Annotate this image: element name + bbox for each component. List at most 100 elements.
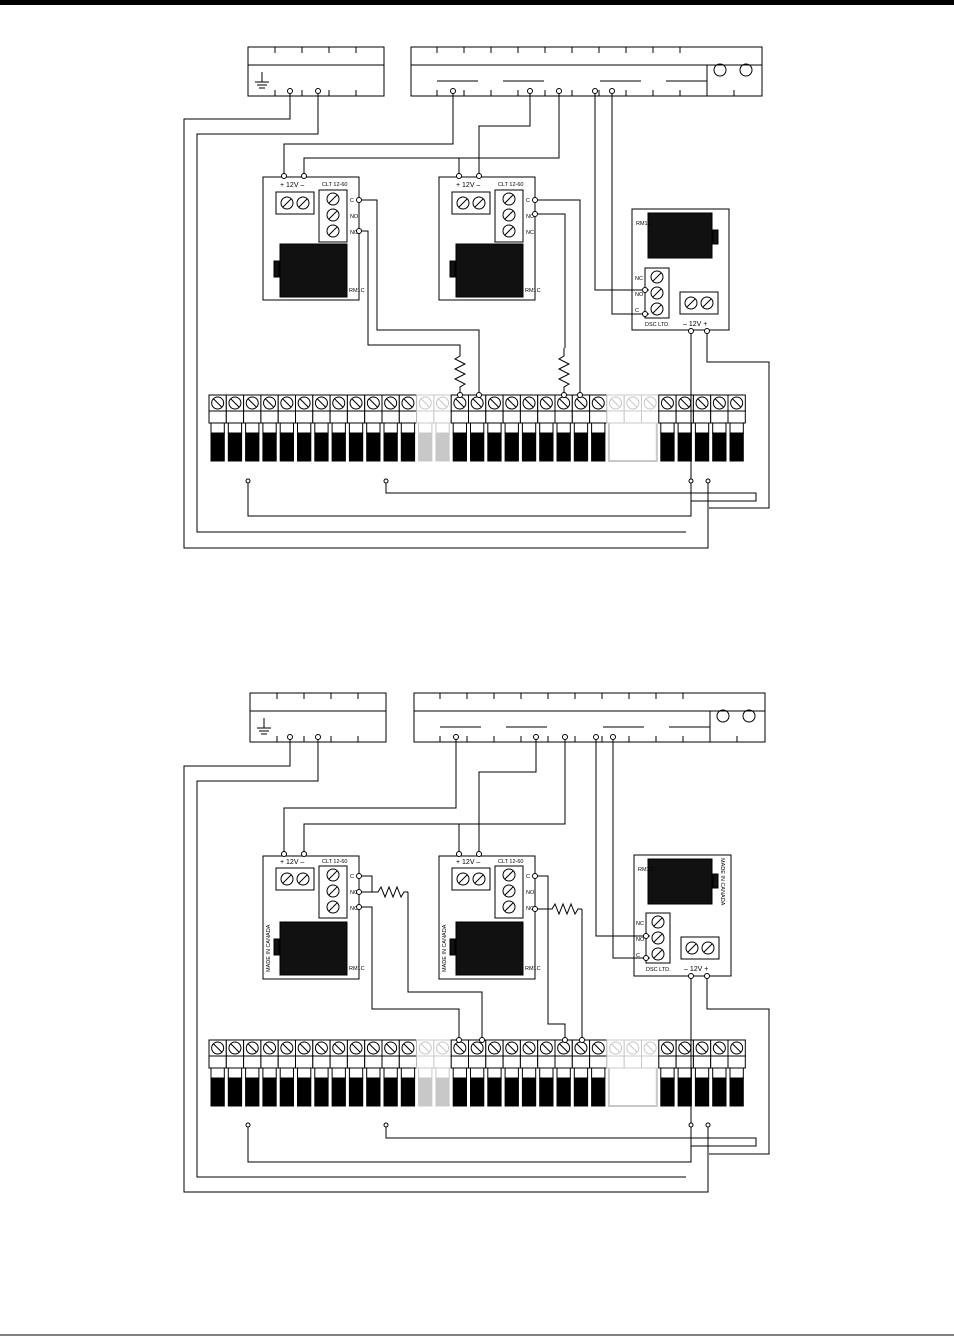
terminal-screw xyxy=(296,1040,313,1106)
terminal-screw xyxy=(469,395,486,461)
terminal-screw xyxy=(555,395,572,461)
module-contact-nc: NC xyxy=(635,276,643,282)
terminal-screw xyxy=(365,395,382,461)
relay-model-label: CLT 12-60 xyxy=(498,859,523,865)
relay-contact-no: NO xyxy=(526,890,535,896)
relay-model-label: CLT 12-60 xyxy=(322,182,347,188)
relay-module: + 12V – CLT 12-60 C NO NC RM1C xyxy=(263,177,365,300)
terminal-screw xyxy=(278,395,295,461)
relay-coil-block xyxy=(456,244,523,297)
module-relay-block xyxy=(648,213,712,258)
terminal-screw xyxy=(399,395,416,461)
terminal-screw xyxy=(538,1040,555,1106)
resistor xyxy=(372,887,408,897)
top-rule xyxy=(0,0,954,5)
relay-contact-c: C xyxy=(350,198,354,204)
terminal-screw xyxy=(659,1040,676,1106)
terminal-screw xyxy=(382,1040,399,1106)
relay-corner-label: RM1C xyxy=(525,288,541,294)
relay-coil-block xyxy=(280,244,347,297)
terminal-screw xyxy=(555,1040,572,1106)
terminal-screw xyxy=(261,1040,278,1106)
terminal-screw xyxy=(624,395,641,423)
relay-voltage-label: + 12V – xyxy=(456,859,480,866)
terminal-screw xyxy=(728,395,745,461)
module-power-label: – 12V + xyxy=(684,966,708,973)
module-contact-no: NO xyxy=(635,292,644,298)
module-power-label: – 12V + xyxy=(683,321,707,328)
terminal-screw xyxy=(244,395,261,461)
terminal-screw xyxy=(642,1040,659,1068)
terminal-screw xyxy=(624,1040,641,1068)
terminal-screw xyxy=(659,395,676,461)
relay-voltage-label: + 12V – xyxy=(456,182,480,189)
terminal-screw xyxy=(296,395,313,461)
terminal-screw xyxy=(330,1040,347,1106)
terminal-screw xyxy=(434,1040,451,1106)
relay-made-in-label: MADE IN CANADA xyxy=(442,924,448,972)
terminal-screw xyxy=(572,395,589,461)
relay-module: + 12V – CLT 12-60 C NO NC RM1C MADE IN C… xyxy=(439,856,541,979)
terminal-screw xyxy=(590,1040,607,1106)
module-corner-label: RM1C xyxy=(636,221,652,227)
terminal-screw xyxy=(347,395,364,461)
terminal-screw xyxy=(382,395,399,461)
module-maker-label: DSC LTD. xyxy=(646,967,671,973)
terminal-screw xyxy=(469,1040,486,1106)
terminal-screw xyxy=(728,1040,745,1106)
relay-corner-label: RM1C xyxy=(349,288,365,294)
relay-contact-nc: NC xyxy=(526,230,534,236)
module-corner-label: RM1C xyxy=(638,867,654,873)
module-relay-block xyxy=(648,859,712,904)
terminal-screw xyxy=(451,1040,468,1106)
terminal-screw xyxy=(642,395,659,423)
control-panel-terminal-block xyxy=(411,47,762,96)
terminal-screw xyxy=(399,1040,416,1106)
terminal-screw xyxy=(261,395,278,461)
terminal-screw xyxy=(451,395,468,461)
module-contact-no: NO xyxy=(636,937,645,943)
terminal-screw xyxy=(347,1040,364,1106)
wiring-diagram-2: + 12V – CLT 12-60 C NO NC RM1C MADE IN C… xyxy=(184,693,769,1192)
terminal-screw xyxy=(365,1040,382,1106)
terminal-screw xyxy=(572,1040,589,1106)
blank-terminal-block xyxy=(609,1068,657,1106)
relay-contact-c: C xyxy=(526,874,530,880)
terminal-screw xyxy=(330,395,347,461)
terminal-screw xyxy=(313,1040,330,1106)
terminal-screw xyxy=(313,395,330,461)
terminal-screw xyxy=(226,395,243,461)
relay-corner-label: RM1C xyxy=(349,966,365,972)
terminal-screw xyxy=(693,1040,710,1106)
module-contact-nc: NC xyxy=(636,921,644,927)
terminal-screw xyxy=(590,395,607,461)
terminal-screw xyxy=(244,1040,261,1106)
resistor xyxy=(455,348,465,395)
relay-coil-block xyxy=(280,922,347,975)
module-maker-label: DSC LTD. xyxy=(645,322,670,328)
terminal-screw xyxy=(209,1040,226,1106)
resistor xyxy=(559,348,569,395)
terminal-screw xyxy=(503,1040,520,1106)
relay-model-label: CLT 12-60 xyxy=(322,859,347,865)
relay-contact-c: C xyxy=(350,874,354,880)
terminal-screw xyxy=(607,1040,624,1068)
terminal-screw xyxy=(486,1040,503,1106)
resistor xyxy=(548,904,582,914)
terminal-screw xyxy=(693,395,710,461)
relay-made-in-label: MADE IN CANADA xyxy=(266,924,272,972)
terminal-screw xyxy=(503,395,520,461)
terminal-screw xyxy=(417,395,434,461)
control-panel-terminal-block xyxy=(414,693,765,742)
terminal-screw xyxy=(226,1040,243,1106)
relay-module: + 12V – CLT 12-60 C NO NC RM1C MADE IN C… xyxy=(263,856,365,979)
blank-terminal-block xyxy=(609,423,657,461)
terminal-screw xyxy=(711,395,728,461)
relay-contact-no: NO xyxy=(350,214,359,220)
terminal-screw xyxy=(417,1040,434,1106)
relay-coil-block xyxy=(456,922,523,975)
terminal-strip xyxy=(209,395,745,461)
terminal-screw xyxy=(711,1040,728,1106)
wiring-diagram-1: + 12V – CLT 12-60 C NO NC RM1C + 12V – C… xyxy=(184,47,769,548)
